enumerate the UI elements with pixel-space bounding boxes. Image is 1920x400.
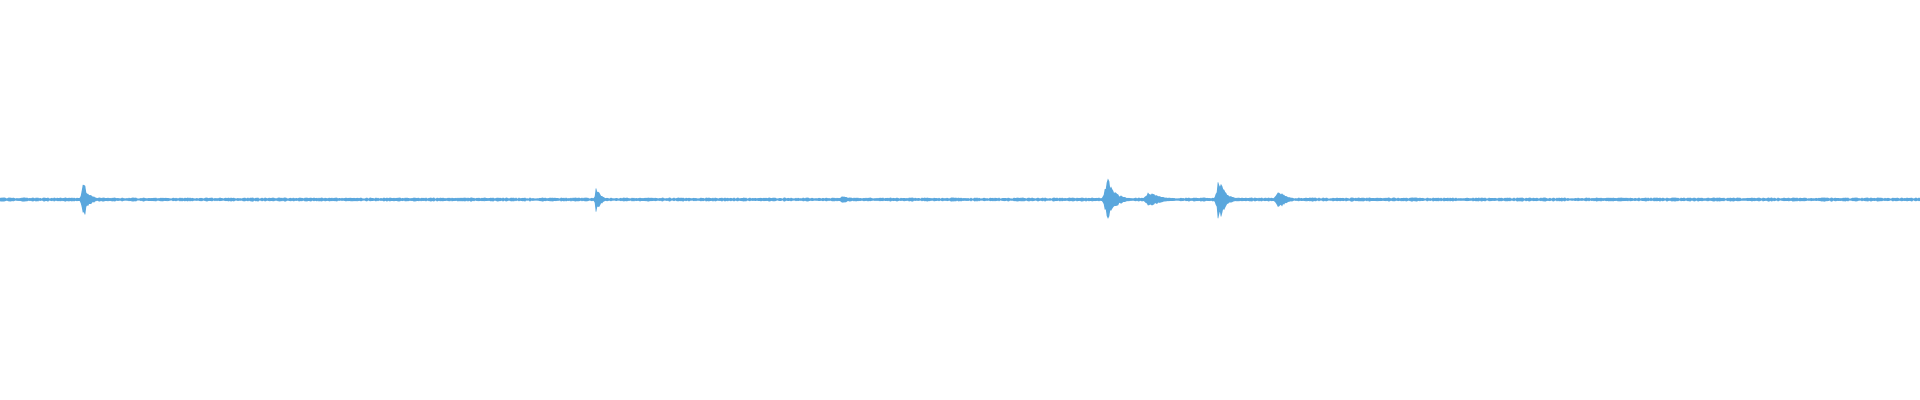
waveform-trace <box>0 178 1920 219</box>
